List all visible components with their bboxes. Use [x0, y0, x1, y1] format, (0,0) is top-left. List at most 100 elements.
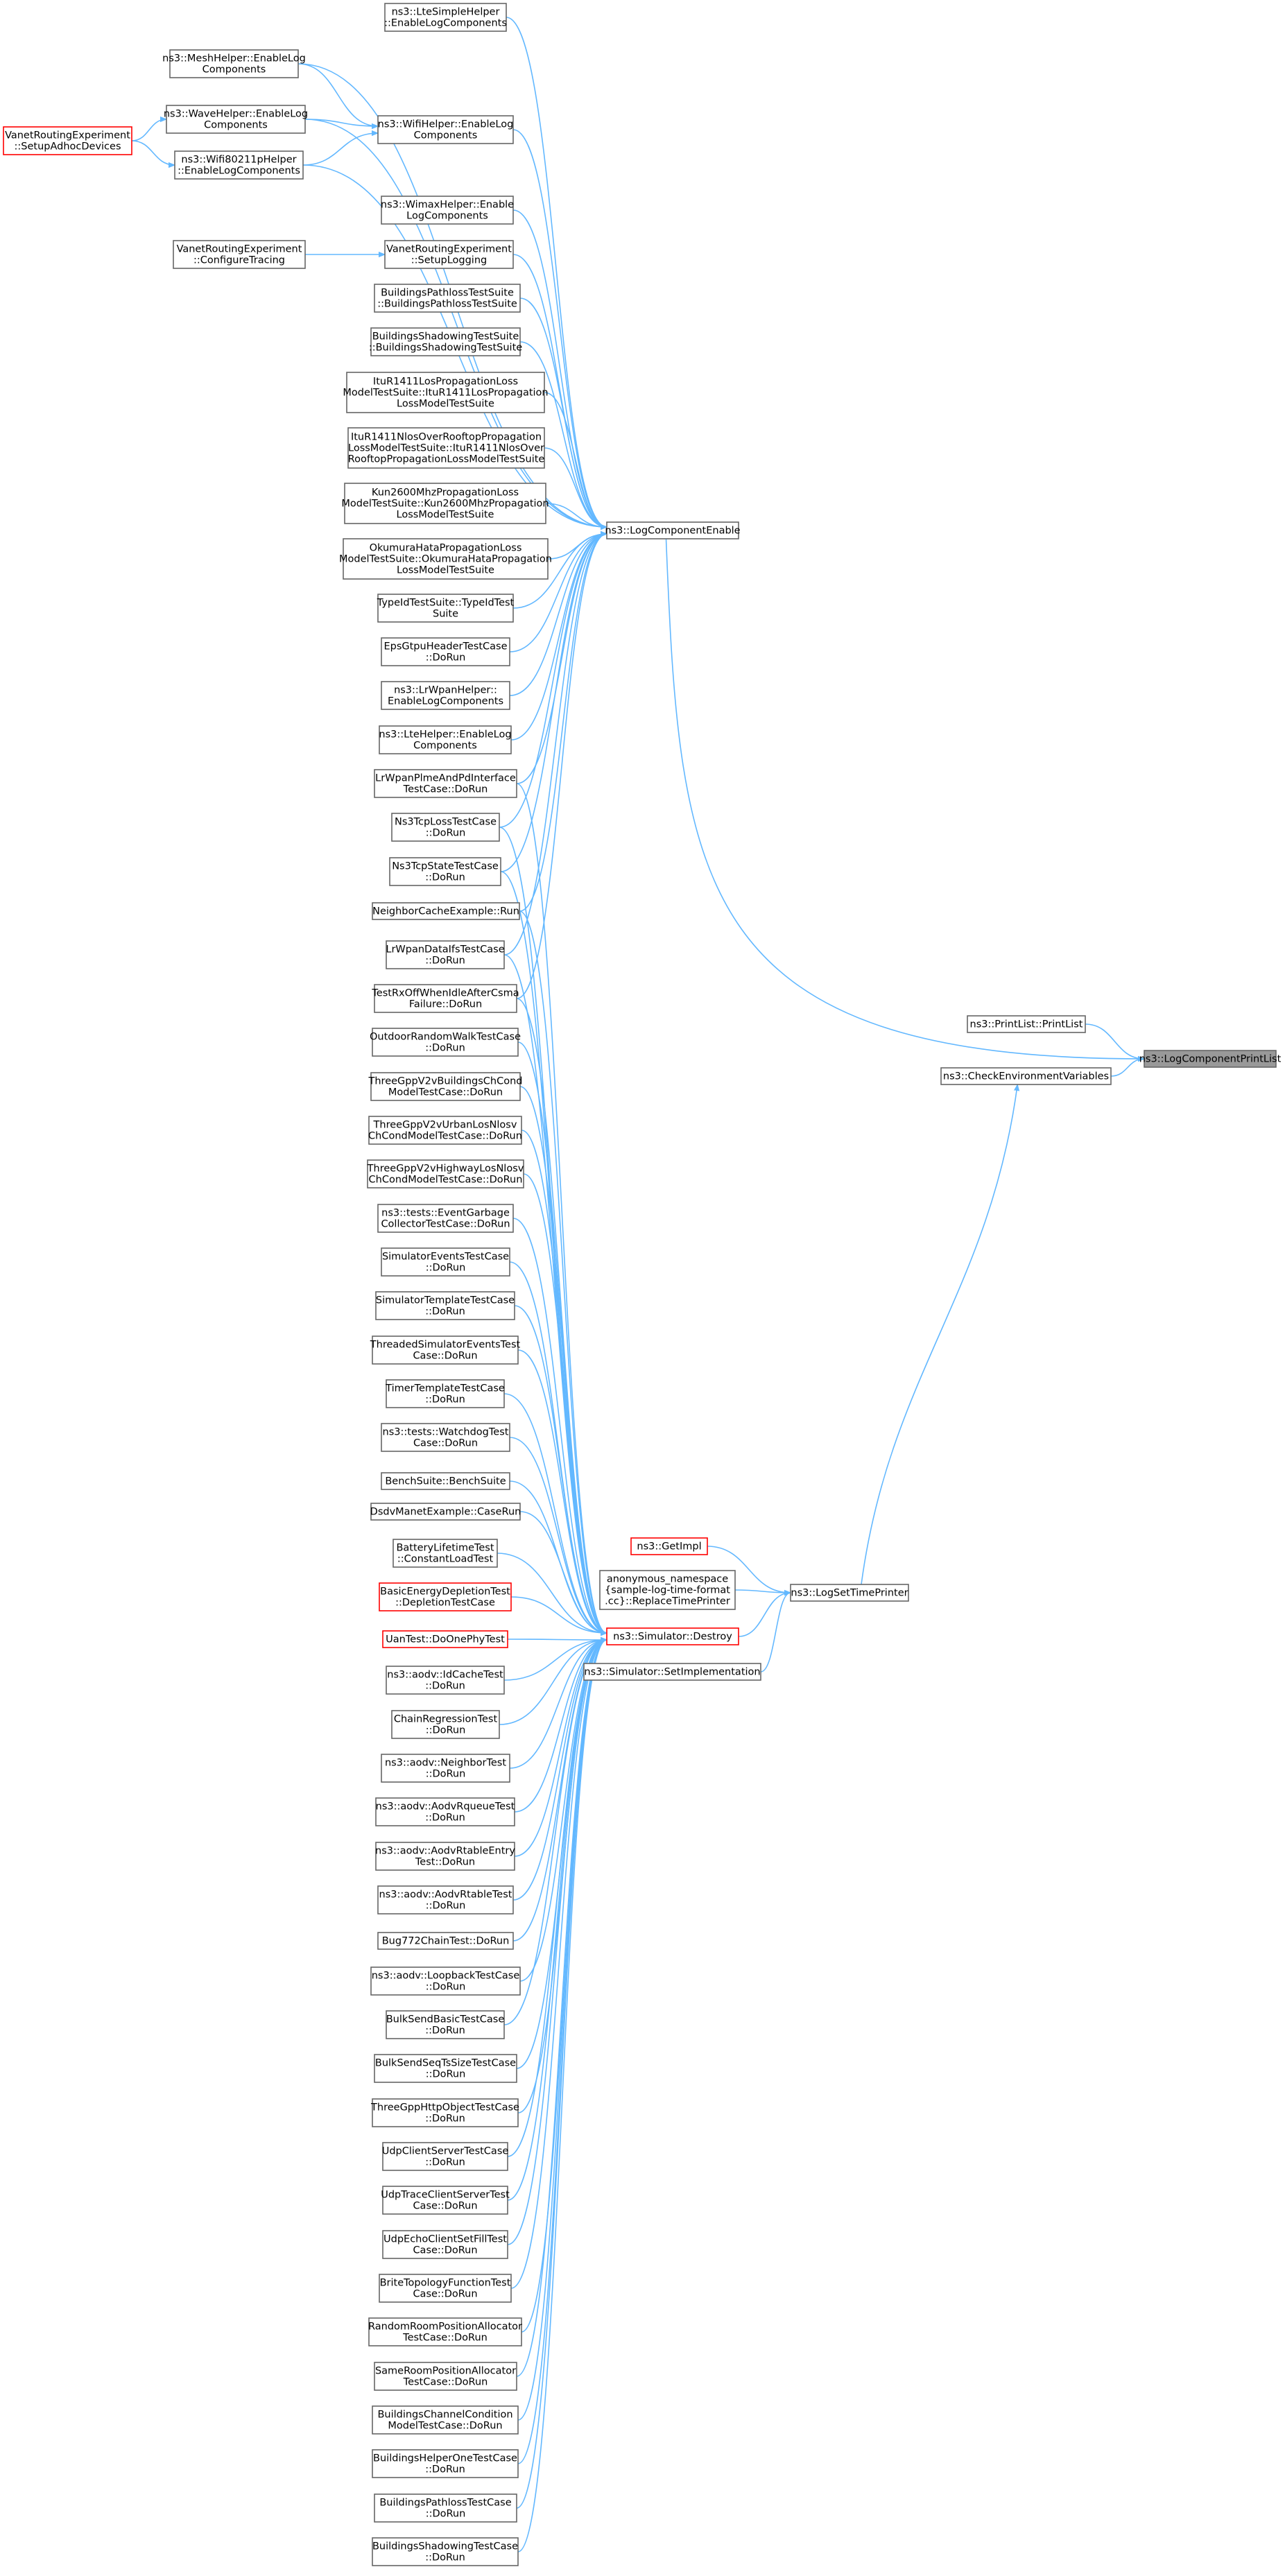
node-box	[372, 2098, 519, 2127]
node-kun[interactable]: Kun2600MhzPropagationLossModelTestSuite:…	[341, 483, 549, 524]
node-wave[interactable]: ns3::WaveHelper::EnableLogComponents	[164, 105, 308, 134]
node-aodvneighbor[interactable]: ns3::aodv::NeighborTest::DoRun	[381, 1754, 510, 1783]
node-aodvrqueue[interactable]: ns3::aodv::AodvRqueueTest::DoRun	[375, 1797, 515, 1826]
node-chainreg[interactable]: ChainRegressionTest::DoRun	[391, 1710, 500, 1739]
node-box	[374, 2362, 517, 2391]
node-udpclientserver[interactable]: UdpClientServerTestCase::DoRun	[382, 2142, 509, 2171]
node-battery[interactable]: BatteryLifetimeTest::ConstantLoadTest	[393, 1539, 498, 1568]
node-okumura[interactable]: OkumuraHataPropagationLossModelTestSuite…	[339, 538, 552, 580]
node-getimpl[interactable]: ns3::GetImpl	[630, 1537, 708, 1555]
node-label: Ns3TcpStateTestCase	[392, 861, 499, 872]
node-logsettime[interactable]: ns3::LogSetTimePrinter	[790, 1584, 909, 1602]
node-eventgarbage[interactable]: ns3::tests::EventGarbageCollectorTestCas…	[377, 1204, 514, 1233]
node-aodvrtable[interactable]: ns3::aodv::AodvRtableTest::DoRun	[377, 1885, 514, 1914]
edge-getimpl-to-logsettime	[707, 1546, 791, 1593]
node-box	[379, 2274, 512, 2303]
node-bulksendseq[interactable]: BulkSendSeqTsSizeTestCase::DoRun	[374, 2054, 517, 2083]
node-box	[370, 1072, 521, 1101]
node-label: ItuR1411NlosOverRooftopPropagation	[351, 432, 542, 443]
node-uantest[interactable]: UanTest::DoOnePhyTest	[382, 1630, 508, 1648]
edge-anon-to-logsettime	[734, 1589, 791, 1593]
node-box	[1144, 1050, 1277, 1068]
node-anon[interactable]: anonymous_namespace{sample-log-time-form…	[599, 1570, 736, 1610]
node-bhelperone[interactable]: BuildingsHelperOneTestCase::DoRun	[372, 2449, 519, 2478]
node-itunlos[interactable]: ItuR1411NlosOverRooftopPropagationLossMo…	[347, 427, 545, 469]
node-label: ::BuildingsShadowingTestSuite	[369, 343, 522, 354]
node-outdoor[interactable]: OutdoorRandomWalkTestCase::DoRun	[370, 1028, 521, 1057]
node-label: ::DoRun	[425, 1681, 465, 1692]
node-benchsuite[interactable]: BenchSuite::BenchSuite	[381, 1472, 510, 1490]
edge-wimax-to-logenable	[512, 209, 607, 527]
node-box	[384, 240, 514, 269]
node-checkenv[interactable]: ns3::CheckEnvironmentVariables	[940, 1067, 1112, 1085]
node-ns3tcpstate[interactable]: Ns3TcpStateTestCase::DoRun	[389, 857, 501, 886]
node-lrwpanhelper[interactable]: ns3::LrWpanHelper::EnableLogComponents	[381, 681, 510, 710]
node-bchannel[interactable]: BuildingsChannelConditionModelTestCase::…	[372, 2405, 519, 2435]
node-vanetsetup[interactable]: VanetRoutingExperiment::SetupAdhocDevice…	[3, 126, 132, 155]
node-vanetlog[interactable]: VanetRoutingExperiment::SetupLogging	[384, 240, 514, 269]
node-ltesimple[interactable]: ns3::LteSimpleHelper::EnableLogComponent…	[384, 3, 507, 32]
node-wifi80211p[interactable]: ns3::Wifi80211pHelper::EnableLogComponen…	[174, 150, 304, 180]
node-threegpphttp[interactable]: ThreeGppHttpObjectTestCase::DoRun	[370, 2098, 519, 2127]
node-dsdvmanet[interactable]: DsdvManetExample::CaseRun	[370, 1503, 521, 1521]
node-box	[375, 1797, 515, 1826]
node-setimpl[interactable]: ns3::Simulator::SetImplementation	[583, 1663, 761, 1681]
edge-eventgarbage-to-destroy	[512, 1218, 607, 1633]
node-bpathcase[interactable]: BuildingsPathlossTestCase::DoRun	[374, 2493, 517, 2523]
node-simevents[interactable]: SimulatorEventsTestCase::DoRun	[381, 1247, 510, 1277]
edge-lrwpanplme-to-destroy	[516, 783, 607, 1633]
node-vanetcfg[interactable]: VanetRoutingExperiment::ConfigureTracing	[173, 240, 306, 269]
node-label: LossModelTestSuite	[397, 510, 494, 521]
node-aodvidcache[interactable]: ns3::aodv::IdCacheTest::DoRun	[386, 1666, 505, 1695]
node-label: BuildingsChannelCondition	[377, 2410, 512, 2421]
node-bshadcase[interactable]: BuildingsShadowingTestCase::DoRun	[372, 2537, 519, 2566]
node-bpathsuite[interactable]: BuildingsPathlossTestSuite::BuildingsPat…	[374, 284, 521, 313]
node-epsgtpu[interactable]: EpsGtpuHeaderTestCase::DoRun	[381, 637, 510, 666]
node-aodvloopback[interactable]: ns3::aodv::LoopbackTestCase::DoRun	[370, 1966, 521, 1996]
node-threegpphwy[interactable]: ThreeGppV2vHighwayLosNlosvChCondModelTes…	[367, 1159, 524, 1188]
node-label: ::DoRun	[425, 1306, 465, 1317]
node-threegppurban[interactable]: ThreeGppV2vUrbanLosNlosvChCondModelTestC…	[368, 1116, 522, 1145]
node-printlist[interactable]: ns3::PrintList::PrintList	[967, 1015, 1086, 1033]
node-mesh[interactable]: ns3::MeshHelper::EnableLogComponents	[162, 49, 306, 78]
node-label: ThreeGppV2vBuildingsChCond	[368, 1076, 523, 1087]
node-randomroom[interactable]: RandomRoomPositionAllocatorTestCase::DoR…	[368, 2317, 522, 2346]
node-label: .cc}::ReplaceTimePrinter	[605, 1596, 730, 1607]
node-threegppbuild[interactable]: ThreeGppV2vBuildingsChCondModelTestCase:…	[368, 1072, 523, 1101]
node-itulos[interactable]: ItuR1411LosPropagationLossModelTestSuite…	[343, 372, 549, 413]
node-label: UanTest::DoOnePhyTest	[386, 1634, 505, 1645]
node-label: Ns3TcpLossTestCase	[395, 817, 497, 828]
node-wifi[interactable]: ns3::WifiHelper::EnableLogComponents	[377, 115, 514, 144]
node-bug772[interactable]: Bug772ChainTest::DoRun	[377, 1932, 514, 1950]
node-label: ::DoRun	[426, 828, 466, 839]
edge-itunlos-to-logenable	[544, 447, 607, 527]
node-destroy[interactable]: ns3::Simulator::Destroy	[606, 1627, 739, 1645]
node-label: BuildingsPathlossTestSuite	[381, 288, 514, 299]
node-label: TestCase::DoRun	[403, 2377, 488, 2388]
node-label: RooftopPropagationLossModelTestSuite	[348, 454, 545, 465]
node-ltehelper[interactable]: ns3::LteHelper::EnableLogComponents	[379, 725, 512, 754]
node-root[interactable]: ns3::LogComponentPrintList	[1139, 1050, 1282, 1068]
node-box	[630, 1537, 708, 1555]
node-lrwpandata[interactable]: LrWpanDataIfsTestCase::DoRun	[386, 940, 505, 969]
node-logenable[interactable]: ns3::LogComponentEnable	[605, 521, 741, 539]
node-bshadsuite[interactable]: BuildingsShadowingTestSuite::BuildingsSh…	[369, 327, 522, 356]
node-timertemplate[interactable]: TimerTemplateTestCase::DoRun	[385, 1379, 505, 1408]
node-neighbor[interactable]: NeighborCacheExample::Run	[372, 902, 520, 920]
node-simtemplate[interactable]: SimulatorTemplateTestCase::DoRun	[375, 1291, 515, 1320]
node-wimax[interactable]: ns3::WimaxHelper::EnableLogComponents	[381, 196, 514, 225]
node-label: ns3::Wifi80211pHelper	[181, 155, 296, 166]
node-basicenergy[interactable]: BasicEnergyDepletionTest::DepletionTestC…	[379, 1582, 512, 1611]
node-ns3tcploss[interactable]: Ns3TcpLossTestCase::DoRun	[391, 813, 500, 842]
node-bulksendbasic[interactable]: BulkSendBasicTestCase::DoRun	[386, 2010, 505, 2039]
node-typeid[interactable]: TypeIdTestSuite::TypeIdTestSuite	[377, 594, 515, 623]
